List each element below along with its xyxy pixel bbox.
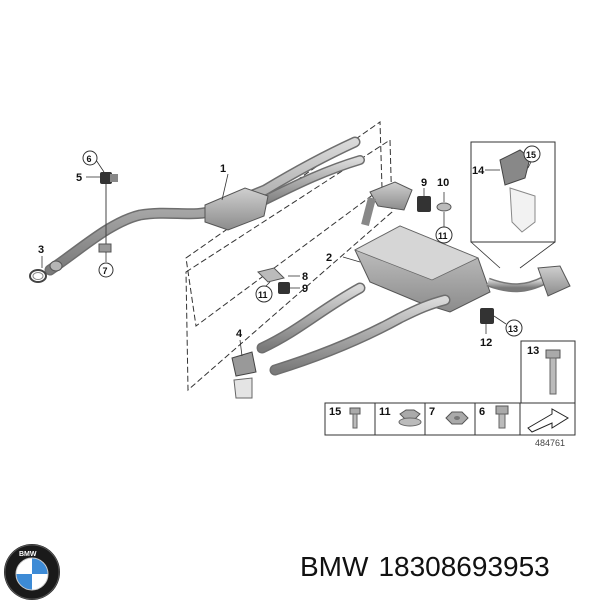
callout-11-top: 11 <box>438 231 448 241</box>
screw-icon <box>349 407 361 429</box>
front-resonator <box>204 187 269 231</box>
callout-5: 5 <box>76 172 82 184</box>
direction-arrow-icon <box>527 408 569 433</box>
callout-3: 3 <box>38 244 44 256</box>
legend-top-label: 13 <box>527 345 539 357</box>
clamp-5 <box>98 172 118 253</box>
callout-4: 4 <box>236 328 243 340</box>
callout-14: 14 <box>472 165 485 177</box>
callout-15: 15 <box>526 150 536 160</box>
legend-item-7: 7 <box>429 406 435 418</box>
callout-7: 7 <box>103 266 108 276</box>
tailpipe-right <box>486 265 571 297</box>
flange-nut-icon <box>398 409 422 427</box>
callout-11-left-circle <box>255 285 273 303</box>
callout-11-left: 11 <box>258 290 268 300</box>
part-number: 18308693953 <box>378 551 550 582</box>
inset-detail-box <box>470 141 556 269</box>
part-label: BMW 18308693953 <box>300 551 560 583</box>
pipe-ring <box>29 260 63 283</box>
rear-muffler <box>354 181 491 313</box>
callout-8: 8 <box>302 271 308 283</box>
legend-item-11: 11 <box>379 406 391 418</box>
rubber-mount-12 <box>480 308 494 324</box>
callout-9-top: 9 <box>421 177 427 189</box>
callout-2: 2 <box>326 252 332 264</box>
callout-6: 6 <box>87 154 92 164</box>
legend-item-6: 6 <box>479 406 485 418</box>
callout-13-circle <box>505 319 523 337</box>
fastener-legend: 13 15 11 7 6 <box>324 340 576 436</box>
callout-15-circle <box>523 145 541 163</box>
bracket-4 <box>231 351 257 399</box>
long-bolt-icon <box>545 349 561 395</box>
leader-lines <box>41 159 533 357</box>
bolt-icon <box>495 405 509 429</box>
callout-1: 1 <box>220 163 226 175</box>
legend-item-15: 15 <box>329 406 341 418</box>
callout-10: 10 <box>437 177 449 189</box>
bmw-logo-text: BMW <box>19 551 37 558</box>
callout-labels: 1 2 3 4 5 6 7 8 9 11 9 10 11 12 13 14 15 <box>38 145 541 349</box>
hex-nut-icon <box>445 411 469 425</box>
intermediate-pipes <box>256 282 451 376</box>
drawing-code: 484761 <box>535 438 565 448</box>
bmw-logo: BMW <box>4 544 60 600</box>
callout-13: 13 <box>508 324 518 334</box>
hanger-8 <box>257 267 290 294</box>
hanger-9-top <box>417 196 452 212</box>
callout-12: 12 <box>480 337 492 349</box>
callout-11-top-circle <box>435 226 453 244</box>
callout-7-circle <box>98 262 114 278</box>
callout-9-left: 9 <box>302 283 308 295</box>
callout-6-circle <box>82 150 98 166</box>
brand-name: BMW <box>300 551 369 582</box>
